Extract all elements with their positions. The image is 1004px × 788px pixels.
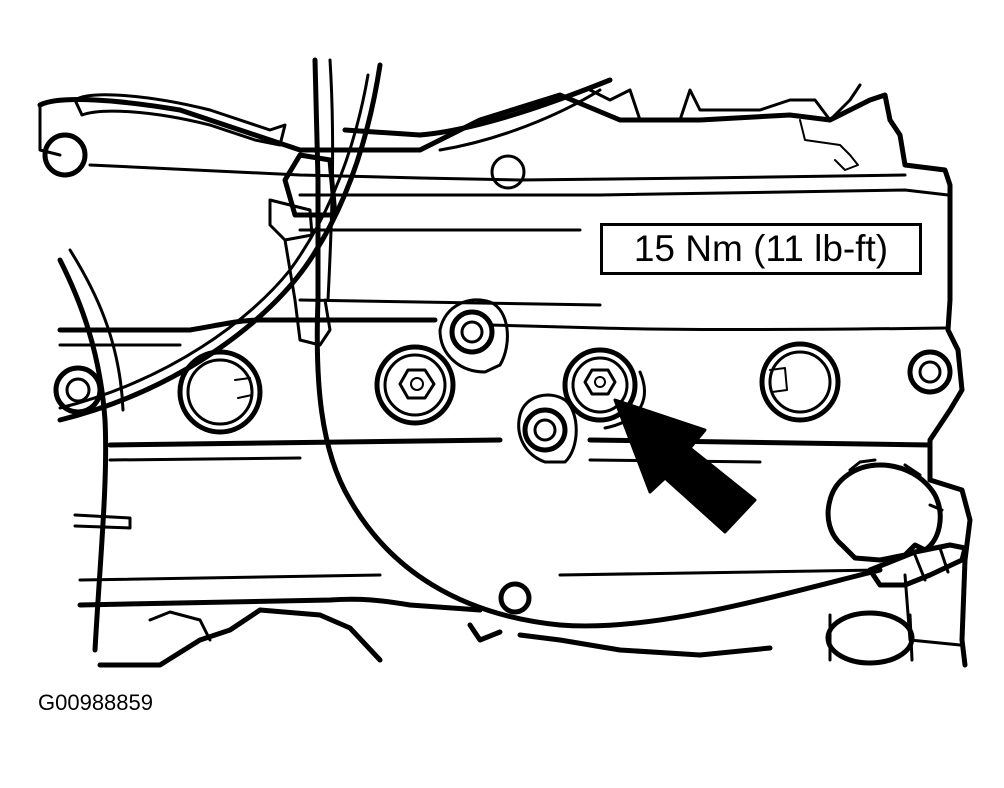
right-end-bolt-center: [918, 360, 942, 384]
upper-center-bolt-center: [460, 320, 484, 344]
lower-center-bolt: [522, 407, 568, 453]
upper-center-boss: [438, 298, 509, 374]
cover-ridge: [298, 188, 950, 197]
spark-plug-wire-upper: [342, 77, 613, 138]
spark-plug-well-1: [177, 349, 263, 435]
wire-boot-collar: [283, 238, 332, 347]
upper-center-bolt: [449, 309, 495, 355]
spark-plug-wire-left: [57, 62, 383, 423]
spark-plug-well-3-inner: [571, 356, 629, 414]
spark-plug-1-stub: [234, 377, 253, 399]
spark-plug-4-stub: [769, 367, 788, 393]
bottom-bolt: [498, 581, 532, 615]
cover-rail-1: [57, 317, 438, 333]
pointer-arrow: [613, 398, 757, 534]
oil-filler-cap: [825, 462, 943, 563]
torque-spec-callout: 15 Nm (11 lb-ft): [600, 223, 922, 275]
spark-plug-well-3: [562, 347, 638, 423]
torque-spec-text: 15 Nm (11 lb-ft): [633, 228, 889, 269]
spark-plug-well-4: [759, 341, 841, 423]
left-end-bolt-center: [65, 377, 91, 403]
top-center-bolt: [490, 154, 526, 190]
left-end-bolt: [53, 365, 103, 415]
spark-plug-2-nut: [398, 368, 436, 400]
cover-rail-5: [78, 568, 882, 582]
wire-boot-top: [282, 152, 338, 218]
lower-flange: [97, 607, 773, 668]
upper-bracket: [588, 83, 862, 122]
spark-plug-2-stud: [410, 377, 424, 391]
cover-rail-3: [107, 437, 933, 448]
cover-rail-2: [58, 323, 947, 347]
spark-plug-well-2-inner: [383, 353, 447, 417]
spark-plug-well-1-inner: [186, 358, 254, 426]
upper-harness: [73, 93, 287, 147]
lower-center-bolt-center: [533, 418, 557, 442]
lower-left-detail: [148, 610, 212, 642]
right-edge-detail: [903, 573, 962, 647]
left-loom: [57, 257, 109, 653]
spark-plug-well-3-arc: [603, 370, 646, 430]
spark-plug-3-stud: [594, 376, 606, 388]
wire-boot-top-sleeve: [268, 198, 314, 242]
cover-shoulder: [298, 228, 602, 307]
oil-filler-cap-grip: [848, 458, 944, 512]
left-loom-inner: [68, 248, 125, 412]
cover-top-edge: [38, 103, 907, 182]
spark-plug-well-2: [374, 344, 456, 426]
spark-plug-wire-upper-2: [438, 88, 602, 152]
wire-boot-right: [867, 542, 968, 588]
spark-plug-3-nut: [583, 368, 617, 396]
lower-center-boss: [517, 393, 578, 464]
oil-filler-neck: [825, 610, 915, 666]
spark-plug-well-4-inner: [768, 350, 832, 414]
spark-plug-wire-main: [312, 57, 883, 629]
figure-code: G00988859: [38, 690, 153, 715]
valve-cover-outline: [37, 92, 973, 668]
upper-bracket-detail: [799, 119, 859, 171]
wire-boot-right-sleeve: [913, 546, 950, 582]
right-end-bolt: [907, 349, 953, 395]
top-left-bolt: [42, 132, 88, 178]
left-tab: [73, 513, 132, 530]
cover-rail-6: [77, 596, 483, 613]
